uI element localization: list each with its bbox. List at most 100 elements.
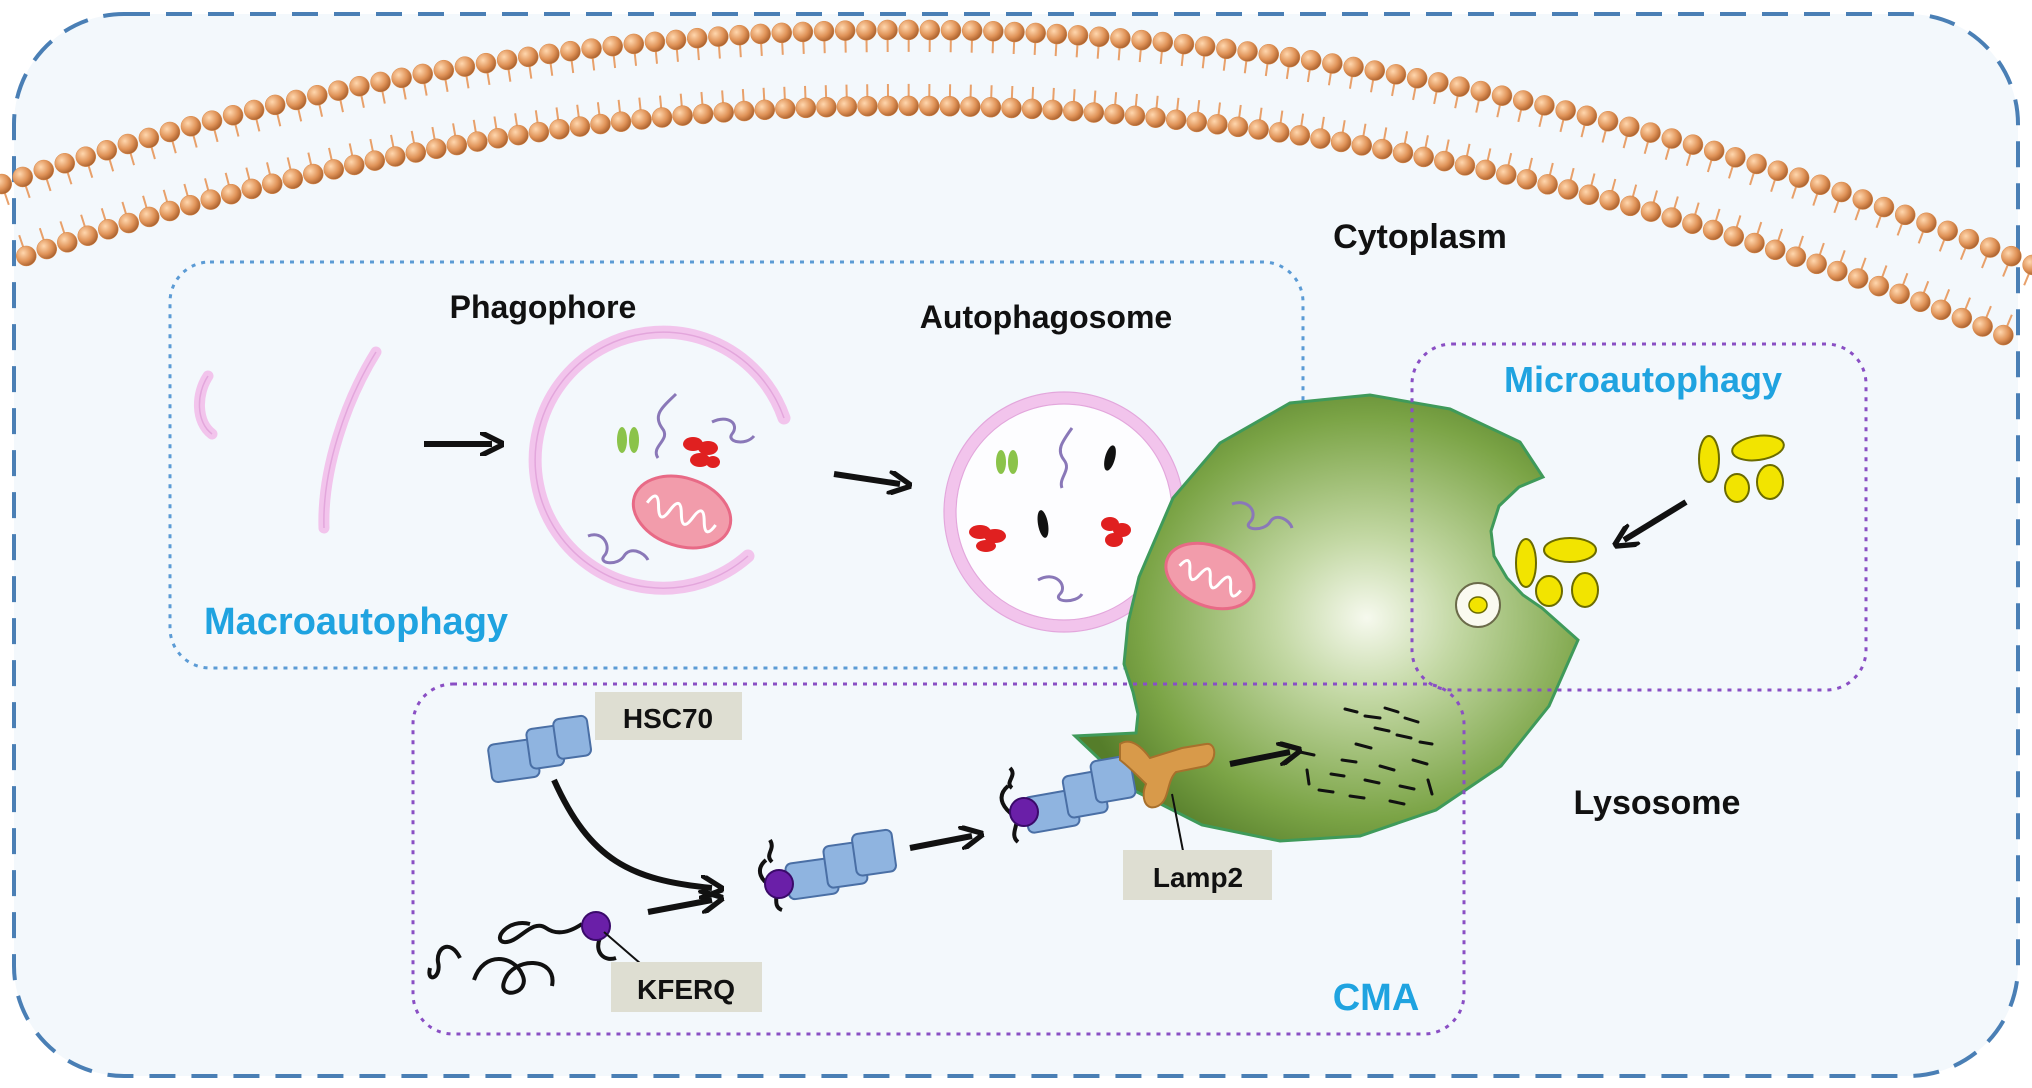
lipid-head bbox=[1216, 38, 1237, 60]
lysosome-icon bbox=[1071, 393, 1580, 843]
lamp2-receptor-icon bbox=[1119, 740, 1216, 809]
lipid-head bbox=[0, 173, 12, 195]
lipid-head bbox=[1289, 125, 1311, 146]
phagophore-fragment-long-edge bbox=[323, 351, 377, 529]
arrow-icon bbox=[1229, 752, 1290, 767]
lipid-head bbox=[1868, 275, 1890, 297]
lipid-head bbox=[1062, 100, 1084, 122]
lipid-head bbox=[303, 163, 324, 185]
hsc70-chaperone-icon bbox=[487, 714, 592, 784]
lipid-head bbox=[961, 20, 983, 41]
lipid-head bbox=[918, 95, 940, 117]
lipid-head bbox=[834, 20, 856, 41]
protein-aggregate-icon bbox=[683, 437, 720, 468]
substrate-hsc70-complex bbox=[758, 828, 897, 912]
lipid-head bbox=[1640, 201, 1662, 222]
lipid-head bbox=[54, 153, 76, 174]
lipid-head bbox=[1330, 131, 1352, 153]
lipid-head bbox=[1042, 99, 1063, 121]
lipid-head bbox=[1788, 167, 1810, 188]
lipid-head bbox=[1599, 189, 1620, 211]
lipid-head bbox=[1279, 46, 1301, 68]
lipid-head bbox=[856, 19, 877, 41]
lipid-head bbox=[201, 110, 223, 131]
arrow-icon bbox=[647, 900, 712, 915]
lipid-head bbox=[475, 52, 497, 74]
lipid-head bbox=[1001, 97, 1022, 119]
lipid-head bbox=[1496, 164, 1517, 185]
lamp2-label: Lamp2 bbox=[1153, 862, 1243, 893]
kferq-tag bbox=[611, 962, 762, 1012]
lipid-head bbox=[1258, 43, 1280, 65]
protein-strand-icon bbox=[1037, 427, 1084, 603]
lipid-head bbox=[877, 19, 898, 41]
lipid-head bbox=[1104, 103, 1125, 125]
engulfed-vesicle-icon bbox=[1515, 537, 1599, 608]
lipid-head bbox=[1428, 72, 1449, 93]
lipid-head bbox=[1537, 174, 1558, 195]
lysosome-label: Lysosome bbox=[1574, 784, 1741, 822]
lipid-head bbox=[117, 133, 139, 155]
ribosome-icon bbox=[617, 427, 639, 453]
lipid-head bbox=[1322, 53, 1343, 74]
lipid-head bbox=[467, 131, 488, 152]
lipid-head bbox=[1555, 100, 1576, 121]
lipid-head bbox=[1194, 36, 1216, 57]
lipid-head bbox=[307, 84, 328, 106]
lipid-head bbox=[323, 159, 345, 180]
lipid-head bbox=[220, 183, 242, 205]
lipid-head bbox=[898, 95, 919, 117]
lipid-head bbox=[857, 95, 878, 117]
lipid-head bbox=[1152, 31, 1174, 53]
lipid-head bbox=[1993, 324, 2014, 346]
lipid-head bbox=[36, 238, 58, 260]
protein-debris-icon bbox=[1037, 445, 1116, 538]
lipid-head bbox=[391, 67, 412, 89]
lipid-head bbox=[1578, 184, 1600, 206]
lipid-head bbox=[1619, 116, 1640, 138]
lipid-head bbox=[713, 102, 734, 123]
lipid-head bbox=[775, 98, 796, 120]
lipid-head bbox=[96, 140, 118, 161]
lipid-head bbox=[1248, 119, 1269, 140]
lipid-head bbox=[528, 121, 550, 143]
lipid-head bbox=[138, 206, 160, 228]
lipid-head bbox=[729, 24, 750, 46]
lipid-head bbox=[1067, 25, 1089, 46]
autophagosome-label: Autophagosome bbox=[920, 299, 1172, 335]
lipid-head bbox=[1268, 122, 1290, 143]
lipid-head bbox=[1746, 153, 1767, 175]
lipid-head bbox=[983, 21, 1004, 42]
lipid-head bbox=[1491, 85, 1513, 106]
lipid-head bbox=[939, 95, 961, 117]
unfolded-substrate-icon bbox=[427, 920, 617, 995]
vesicle-icon bbox=[1455, 582, 1501, 628]
lipid-head bbox=[1124, 105, 1146, 127]
lipid-head bbox=[733, 100, 755, 122]
lipid-head bbox=[180, 115, 202, 137]
lipid-head bbox=[2022, 254, 2032, 276]
lipid-head bbox=[1661, 207, 1682, 228]
lipid-head bbox=[1889, 283, 1910, 305]
lipid-head bbox=[1810, 174, 1831, 196]
lipid-head bbox=[1470, 80, 1492, 102]
lipid-head bbox=[1343, 56, 1364, 78]
lipid-head bbox=[1300, 50, 1322, 71]
kferq-motif-icon bbox=[581, 911, 611, 941]
lipid-head bbox=[57, 232, 78, 253]
lipid-head bbox=[581, 38, 602, 59]
phagophore-membrane-edge bbox=[534, 331, 785, 589]
lipid-head bbox=[264, 94, 286, 116]
lipid-head bbox=[1979, 237, 2001, 258]
lipid-head bbox=[1385, 64, 1407, 85]
lipid-head bbox=[138, 127, 160, 149]
lipid-head bbox=[1449, 76, 1470, 97]
lipid-head bbox=[1972, 316, 1993, 337]
lipid-head bbox=[1916, 212, 1937, 234]
lipid-head bbox=[898, 19, 919, 41]
lipid-head bbox=[877, 95, 899, 117]
lipid-head bbox=[1958, 228, 1980, 250]
lipid-head bbox=[344, 154, 365, 176]
lipid-head bbox=[692, 103, 714, 125]
lipid-head bbox=[1852, 189, 1874, 210]
